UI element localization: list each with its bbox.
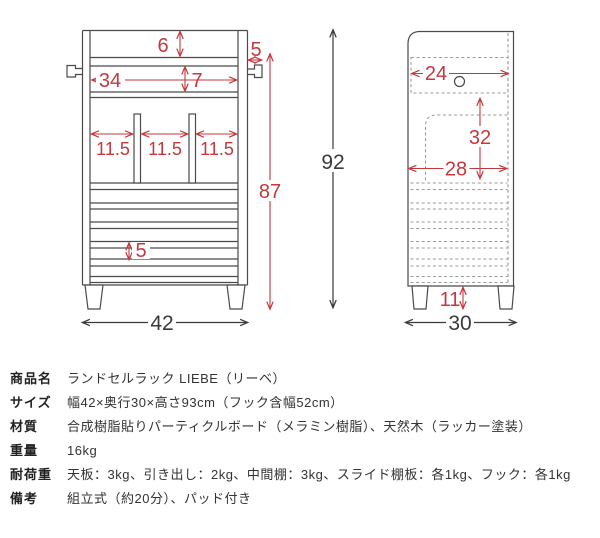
spec-label: 材質 xyxy=(10,419,39,434)
dim-value: 42 xyxy=(150,312,173,335)
dim-front-section-center: 11.5 xyxy=(142,134,188,159)
dim-value: 11.5 xyxy=(96,139,130,159)
dim-side-leg-height: 11 xyxy=(440,288,463,311)
dim-value: 5 xyxy=(250,39,261,61)
hook-right xyxy=(247,64,263,79)
side-leg-front xyxy=(411,285,429,310)
spec-row-product-name: 商品名 ランドセルラック LIEBE（リーベ） xyxy=(10,372,592,386)
dim-value: 32 xyxy=(469,127,491,149)
dim-value: 7 xyxy=(191,70,202,92)
dim-value: 30 xyxy=(448,312,471,335)
dim-front-section-left: 11.5 xyxy=(92,134,133,159)
dim-front-top-shelf-height: 6 xyxy=(157,32,180,58)
spec-table: 商品名 ランドセルラック LIEBE（リーベ） サイズ 幅42×奥行30×高さ9… xyxy=(10,372,592,516)
spec-value: 16kg xyxy=(67,443,98,458)
divider-left xyxy=(133,113,142,184)
spec-value: 組立式（約20分）、パッド付き xyxy=(67,491,252,506)
dimension-diagram: 6 5 34 7 11.5 11.5 xyxy=(66,0,600,335)
divider-right xyxy=(188,113,197,184)
dim-front-section-right: 11.5 xyxy=(197,134,237,159)
front-leg-right xyxy=(226,284,246,310)
dim-front-body-height: 87 xyxy=(258,54,282,309)
dim-front-slat-gap: 5 xyxy=(129,240,150,262)
dim-value: 92 xyxy=(321,151,344,174)
dim-side-drawer-depth: 24 xyxy=(412,63,508,85)
spec-value: 天板：3kg、引き出し：2kg、中間棚：3kg、スライド棚板：各1kg、フック：… xyxy=(67,467,571,482)
spec-row-material: 材質 合成樹脂貼りパーティクルボード（メラミン樹脂）、天然木（ラッカー塗装） xyxy=(10,420,592,434)
side-leg-back xyxy=(497,285,515,310)
spec-value: 合成樹脂貼りパーティクルボード（メラミン樹脂）、天然木（ラッカー塗装） xyxy=(67,419,532,434)
spec-row-notes: 備考 組立式（約20分）、パッド付き xyxy=(10,492,592,506)
dim-value: 28 xyxy=(445,159,467,181)
spec-row-load-capacity: 耐荷重 天板：3kg、引き出し：2kg、中間棚：3kg、スライド棚板：各1kg、… xyxy=(10,468,592,482)
dim-value: 24 xyxy=(425,63,447,85)
dimension-drawing-svg: 6 5 34 7 11.5 11.5 xyxy=(66,0,600,335)
spec-row-weight: 重量 16kg xyxy=(10,444,592,458)
front-leg-left xyxy=(84,284,104,310)
front-view-drawing xyxy=(66,29,263,310)
open-section-outline xyxy=(424,114,508,181)
spec-label: 備考 xyxy=(10,491,39,506)
dim-side-open-section-depth: 28 xyxy=(409,158,507,181)
dim-front-overall-width: 42 xyxy=(83,311,248,335)
dim-front-drawer-width: 34 xyxy=(92,69,237,92)
spec-value: ランドセルラック LIEBE（リーベ） xyxy=(67,371,286,386)
drawer-knob xyxy=(453,75,466,88)
dim-front-drawer-height: 7 xyxy=(185,67,203,92)
spec-label: 重量 xyxy=(10,443,39,458)
dim-side-open-section-height: 32 xyxy=(467,99,493,179)
dim-value: 11.5 xyxy=(148,139,182,159)
dim-value: 6 xyxy=(157,35,168,57)
spec-label: サイズ xyxy=(10,395,52,410)
dim-value: 87 xyxy=(259,181,281,203)
dim-value: 11 xyxy=(440,289,461,311)
dim-value: 11.5 xyxy=(200,139,234,159)
hook-left xyxy=(66,64,83,78)
dim-value: 34 xyxy=(99,70,121,92)
dim-front-overall-height: 92 xyxy=(319,30,347,308)
spec-label: 耐荷重 xyxy=(10,467,53,482)
dim-side-overall-depth: 30 xyxy=(406,311,517,335)
side-view-drawing xyxy=(407,30,515,310)
spec-label: 商品名 xyxy=(10,371,53,386)
dim-front-hook-protrusion: 5 xyxy=(249,39,262,61)
spec-value: 幅42×奥行30×高さ93cm（フック含幅52cm） xyxy=(67,395,344,410)
dim-value: 5 xyxy=(135,240,146,262)
spec-row-size: サイズ 幅42×奥行30×高さ93cm（フック含幅52cm） xyxy=(10,396,592,410)
